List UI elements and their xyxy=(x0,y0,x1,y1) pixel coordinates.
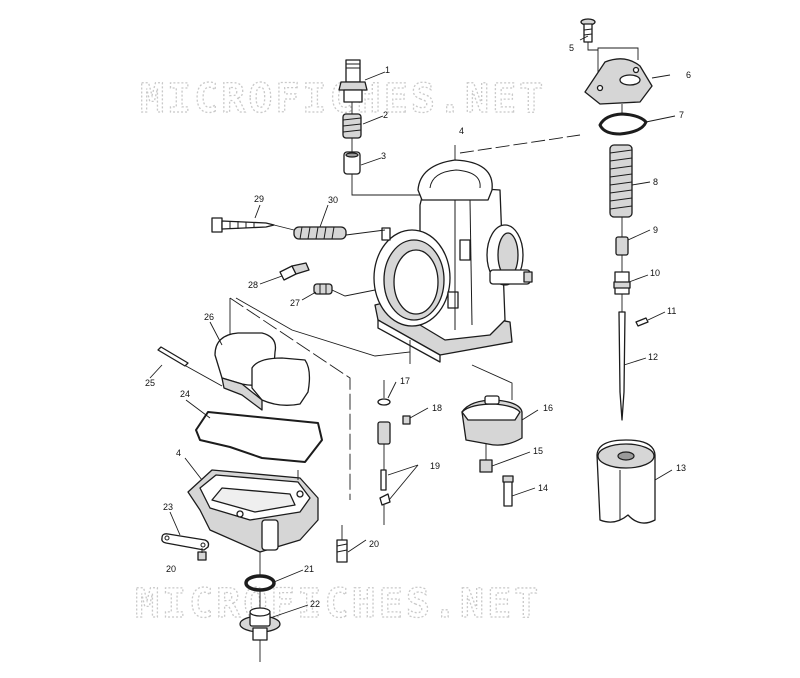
callout-2: 2 xyxy=(383,110,388,120)
callout-27: 27 xyxy=(290,298,300,308)
part-13-throttle-slide xyxy=(596,439,656,524)
part-3-jet xyxy=(343,151,361,175)
callout-25: 25 xyxy=(145,378,155,388)
callout-16: 16 xyxy=(543,403,553,413)
watermark-bottom: MICROFICHES.NET xyxy=(135,581,541,627)
part-10-needle-holder xyxy=(613,271,631,295)
callout-26: 26 xyxy=(204,312,214,322)
part-27-spring xyxy=(313,283,333,295)
callout-4-body: 4 xyxy=(459,126,464,136)
part-29-screw xyxy=(211,217,275,233)
callout-14: 14 xyxy=(538,483,548,493)
callout-10: 10 xyxy=(650,268,660,278)
part-9-spring-seat xyxy=(615,236,629,256)
callout-19: 19 xyxy=(430,461,440,471)
callout-22: 22 xyxy=(310,599,320,609)
callout-5: 5 xyxy=(569,43,574,53)
callout-21: 21 xyxy=(304,564,314,574)
part-14-needle-jet xyxy=(502,475,514,507)
part-2-spring xyxy=(342,113,362,139)
callout-7: 7 xyxy=(679,110,684,120)
callout-6: 6 xyxy=(686,70,691,80)
part-4-carburetor-body xyxy=(373,159,533,363)
callout-29: 29 xyxy=(254,194,264,204)
callout-9: 9 xyxy=(653,225,658,235)
callout-18: 18 xyxy=(432,403,442,413)
part-1-fitting xyxy=(338,59,368,103)
callout-4-bowl: 4 xyxy=(176,448,181,458)
callout-8: 8 xyxy=(653,177,658,187)
part-16-cover xyxy=(461,395,523,446)
part-7-o-ring xyxy=(598,112,648,136)
part-23-bracket xyxy=(161,533,210,551)
callout-17: 17 xyxy=(400,376,410,386)
part-6-top-cover xyxy=(584,58,653,105)
callout-13: 13 xyxy=(676,463,686,473)
part-25-pin xyxy=(157,346,189,367)
part-24-gasket xyxy=(195,411,323,463)
callout-23: 23 xyxy=(163,502,173,512)
part-19-needle-jet xyxy=(377,421,391,506)
part-20-screw-left xyxy=(197,551,207,561)
callout-3: 3 xyxy=(381,151,386,161)
part-18-screw xyxy=(402,415,411,425)
part-4-float-bowl xyxy=(187,469,319,553)
part-8-spring xyxy=(609,144,633,218)
part-11-clip xyxy=(635,317,649,327)
callout-20-right: 20 xyxy=(369,539,379,549)
callout-20-left: 20 xyxy=(166,564,176,574)
callout-24: 24 xyxy=(180,389,190,399)
part-12-jet-needle xyxy=(618,311,626,421)
part-30-spring xyxy=(293,226,347,240)
part-15-main-jet xyxy=(479,459,493,473)
callout-labels: 1 2 3 4 4 5 6 7 8 9 10 11 12 13 14 15 16… xyxy=(145,43,691,609)
part-20-drain-screw xyxy=(336,539,348,563)
callout-28: 28 xyxy=(248,280,258,290)
callout-leaders xyxy=(149,35,676,619)
callout-1: 1 xyxy=(385,65,390,75)
part-26-float xyxy=(214,332,311,411)
callout-12: 12 xyxy=(648,352,658,362)
part-28-pilot-jet xyxy=(279,262,310,281)
callout-15: 15 xyxy=(533,446,543,456)
callout-30: 30 xyxy=(328,195,338,205)
callout-11: 11 xyxy=(667,306,676,316)
part-17-washer xyxy=(377,398,391,406)
